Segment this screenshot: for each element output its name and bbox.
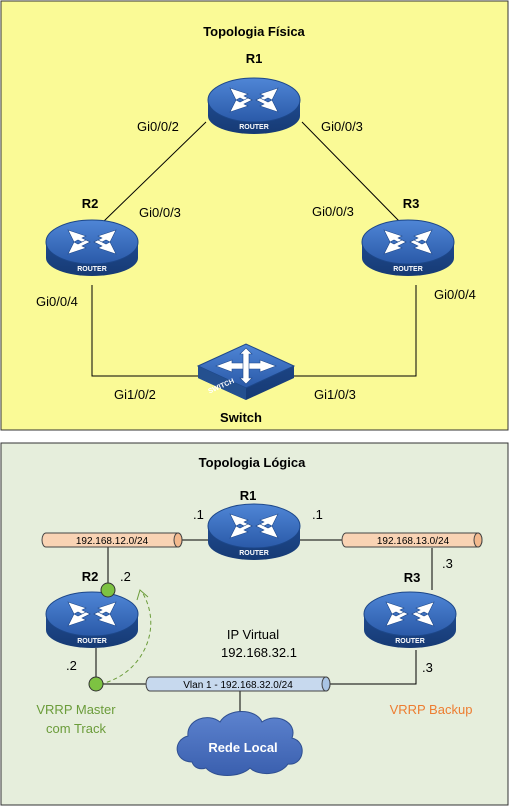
vlan-label: Vlan 1 - 192.168.32.0/24	[183, 680, 293, 691]
logical-r1-label: R1	[240, 488, 257, 503]
svg-text:ROUTER: ROUTER	[77, 266, 107, 273]
physical-switch-icon: SWITCH	[197, 343, 295, 401]
network-r1-r3-label: 192.168.13.0/24	[377, 536, 450, 547]
pipe-vlan-1	[145, 676, 331, 692]
track-arrowhead	[136, 589, 149, 601]
host-r2-bottom: .2	[66, 658, 77, 673]
iface-r2-gi0-0-3: Gi0/0/3	[139, 205, 181, 220]
physical-r3-router-icon: ROUTER	[361, 219, 455, 277]
track-point-lower	[88, 676, 104, 692]
logical-r3-label: R3	[404, 570, 421, 585]
svg-text:ROUTER: ROUTER	[395, 638, 425, 645]
physical-links	[91, 121, 417, 377]
pipe-192-168-12	[41, 532, 183, 548]
iface-r1-gi0-0-2: Gi0/0/2	[137, 119, 179, 134]
physical-r2-router-icon: ROUTER	[45, 219, 139, 277]
physical-r2-label: R2	[82, 196, 99, 211]
physical-r1-router-icon: ROUTER	[207, 77, 301, 135]
virtual-ip-label: IP Virtual	[227, 627, 279, 642]
iface-r3-gi0-0-3: Gi0/0/3	[312, 204, 354, 219]
iface-r1-gi0-0-3: Gi0/0/3	[321, 119, 363, 134]
physical-title: Topologia Física	[203, 24, 305, 39]
pipe-192-168-13	[341, 532, 483, 548]
vrrp-master-line2: com Track	[46, 721, 106, 736]
vrrp-backup-label: VRRP Backup	[390, 702, 473, 717]
iface-r2-gi0-0-4: Gi0/0/4	[36, 294, 78, 309]
virtual-ip-address: 192.168.32.1	[221, 645, 297, 660]
logical-r2-router-icon: ROUTER	[45, 591, 139, 649]
vrrp-master-line1: VRRP Master	[36, 702, 116, 717]
svg-text:ROUTER: ROUTER	[77, 638, 107, 645]
host-r3-bottom: .3	[422, 660, 433, 675]
track-point-upper	[100, 582, 116, 598]
lan-label: Rede Local	[208, 740, 277, 755]
svg-text:ROUTER: ROUTER	[393, 266, 423, 273]
logical-r1-router-icon: ROUTER	[207, 503, 301, 561]
host-r1-right: .1	[312, 507, 323, 522]
physical-r3-label: R3	[403, 196, 420, 211]
host-r3-top: .3	[442, 556, 453, 571]
svg-text:ROUTER: ROUTER	[239, 124, 269, 131]
logical-r3-router-icon: ROUTER	[363, 591, 457, 649]
physical-r1-label: R1	[246, 51, 263, 66]
iface-sw-gi1-0-3: Gi1/0/3	[314, 387, 356, 402]
iface-r3-gi0-0-4: Gi0/0/4	[434, 287, 476, 302]
svg-text:ROUTER: ROUTER	[239, 550, 269, 557]
lan-cloud-icon	[176, 711, 303, 776]
physical-switch-label: Switch	[220, 410, 262, 425]
host-r1-left: .1	[193, 507, 204, 522]
network-r1-r2-label: 192.168.12.0/24	[76, 536, 149, 547]
logical-title: Topologia Lógica	[199, 455, 306, 470]
track-arrow	[99, 591, 152, 685]
host-r2-top: .2	[120, 569, 131, 584]
iface-sw-gi1-0-2: Gi1/0/2	[114, 387, 156, 402]
logical-r2-label: R2	[82, 569, 99, 584]
